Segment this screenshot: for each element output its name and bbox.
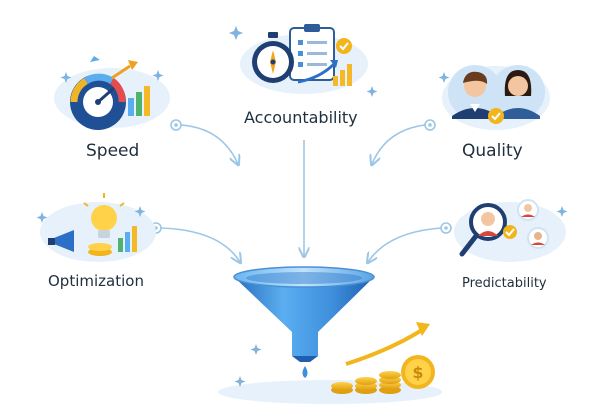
lightbulb-megaphone-icon (36, 193, 156, 262)
label-accountability: Accountability (244, 108, 358, 127)
arrow-speed (170, 119, 238, 164)
label-predictability: Predictability (462, 276, 547, 291)
funnel-icon (233, 266, 375, 378)
magnifier-people-icon (454, 199, 568, 262)
svg-text:$: $ (412, 363, 423, 382)
stopwatch-checklist-icon (229, 24, 378, 97)
label-quality: Quality (462, 141, 523, 161)
arrow-optimization (150, 222, 240, 262)
coins-growth-icon: $ (218, 322, 442, 404)
speedometer-rocket-icon (54, 56, 170, 130)
team-avatars-icon (438, 65, 550, 130)
arrow-quality (372, 119, 436, 164)
arrow-predictability (368, 222, 452, 262)
label-speed: Speed (86, 141, 140, 161)
connector-arrows (150, 119, 452, 262)
label-optimization: Optimization (48, 272, 144, 290)
